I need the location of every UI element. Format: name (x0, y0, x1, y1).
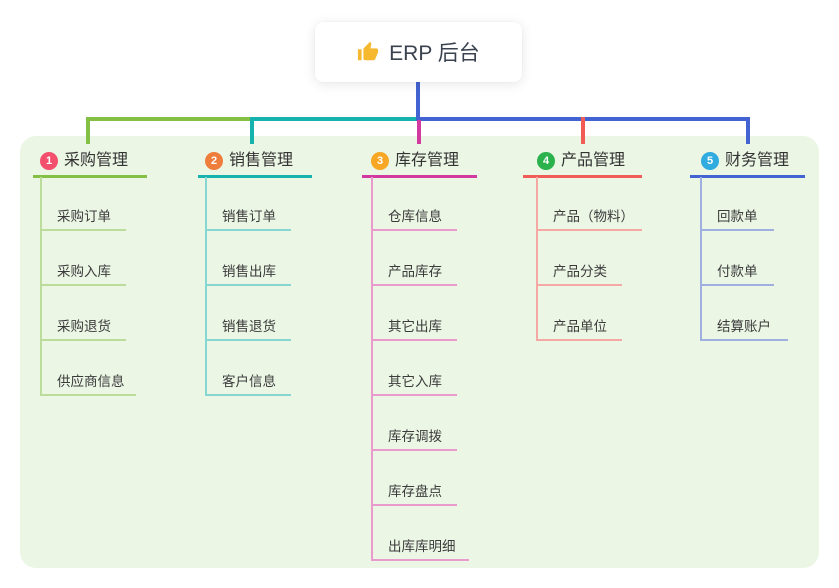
node-underline (205, 229, 291, 231)
mindmap-node-label[interactable]: 客户信息 (222, 374, 276, 389)
node-underline (536, 229, 642, 231)
node-underline (536, 284, 622, 286)
branch-header-inventory[interactable]: 3 库存管理 (371, 149, 459, 173)
node-underline (40, 284, 126, 286)
node-underline (205, 284, 291, 286)
branch-number-badge: 1 (40, 152, 58, 170)
mindmap-node-label[interactable]: 采购入库 (57, 264, 111, 279)
mindmap-node-label[interactable]: 回款单 (717, 209, 758, 224)
branch-rail-purchase (40, 177, 42, 396)
branch-rail-inventory (371, 177, 373, 561)
branch-title: 产品管理 (561, 152, 626, 169)
node-underline (371, 559, 469, 561)
root-connector-line (416, 82, 420, 119)
mindmap-node-label[interactable]: 其它出库 (388, 319, 442, 334)
mindmap-node-label[interactable]: 销售出库 (222, 264, 276, 279)
connector-drop-finance (746, 117, 750, 144)
branch-underline-inventory (362, 175, 477, 178)
mindmap-panel (20, 136, 819, 568)
node-underline (371, 339, 457, 341)
branch-rail-sales (205, 177, 207, 396)
branch-header-sales[interactable]: 2 销售管理 (205, 149, 293, 173)
mindmap-node-label[interactable]: 产品分类 (553, 264, 607, 279)
branch-title: 库存管理 (395, 152, 460, 169)
branch-header-product[interactable]: 4 产品管理 (537, 149, 625, 173)
branch-rail-finance (700, 177, 702, 341)
node-underline (40, 339, 126, 341)
node-underline (700, 229, 774, 231)
branch-underline-product (523, 175, 642, 178)
root-node-label: ERP 后台 (389, 42, 480, 65)
branch-number-badge: 4 (537, 152, 555, 170)
mindmap-node-label[interactable]: 销售订单 (222, 209, 276, 224)
branch-underline-sales (198, 175, 312, 178)
node-underline (371, 449, 457, 451)
connector-drop-product (581, 117, 585, 144)
mindmap-node-label[interactable]: 付款单 (717, 264, 758, 279)
mindmap-node-label[interactable]: 其它入库 (388, 374, 442, 389)
node-underline (371, 504, 457, 506)
branch-title: 采购管理 (64, 152, 129, 169)
node-underline (205, 394, 291, 396)
branch-underline-purchase (33, 175, 147, 178)
mindmap-node-label[interactable]: 产品库存 (388, 264, 442, 279)
node-underline (700, 339, 788, 341)
connector-horizontal-purchase (86, 117, 252, 121)
branch-underline-finance (690, 175, 805, 178)
mindmap-node-label[interactable]: 结算账户 (717, 319, 771, 334)
branch-number-badge: 3 (371, 152, 389, 170)
mindmap-node-label[interactable]: 出库库明细 (388, 539, 456, 554)
node-underline (371, 284, 457, 286)
mindmap-node-label[interactable]: 供应商信息 (57, 374, 125, 389)
connector-drop-sales (250, 117, 254, 144)
node-underline (40, 229, 126, 231)
node-underline (371, 394, 457, 396)
branch-rail-product (536, 177, 538, 341)
branch-title: 销售管理 (229, 152, 294, 169)
thumbs-up-icon (358, 41, 379, 61)
branch-header-purchase[interactable]: 1 采购管理 (40, 149, 128, 173)
branch-number-badge: 5 (701, 152, 719, 170)
node-underline (40, 394, 136, 396)
root-node[interactable]: ERP 后台 (315, 22, 522, 82)
connector-drop-purchase (86, 117, 90, 144)
node-underline (700, 284, 774, 286)
mindmap-node-label[interactable]: 采购订单 (57, 209, 111, 224)
mindmap-node-label[interactable]: 产品（物料） (553, 209, 634, 224)
branch-header-finance[interactable]: 5 财务管理 (701, 149, 789, 173)
branch-number-badge: 2 (205, 152, 223, 170)
mindmap-node-label[interactable]: 仓库信息 (388, 209, 442, 224)
branch-title: 财务管理 (725, 152, 790, 169)
connector-horizontal-sales (250, 117, 418, 121)
mindmap-node-label[interactable]: 产品单位 (553, 319, 607, 334)
mindmap-node-label[interactable]: 库存调拨 (388, 429, 442, 444)
mindmap-node-label[interactable]: 库存盘点 (388, 484, 442, 499)
mindmap-node-label[interactable]: 采购退货 (57, 319, 111, 334)
connector-drop-inventory (417, 120, 421, 144)
node-underline (536, 339, 622, 341)
node-underline (371, 229, 457, 231)
node-underline (205, 339, 291, 341)
mindmap-node-label[interactable]: 销售退货 (222, 319, 276, 334)
